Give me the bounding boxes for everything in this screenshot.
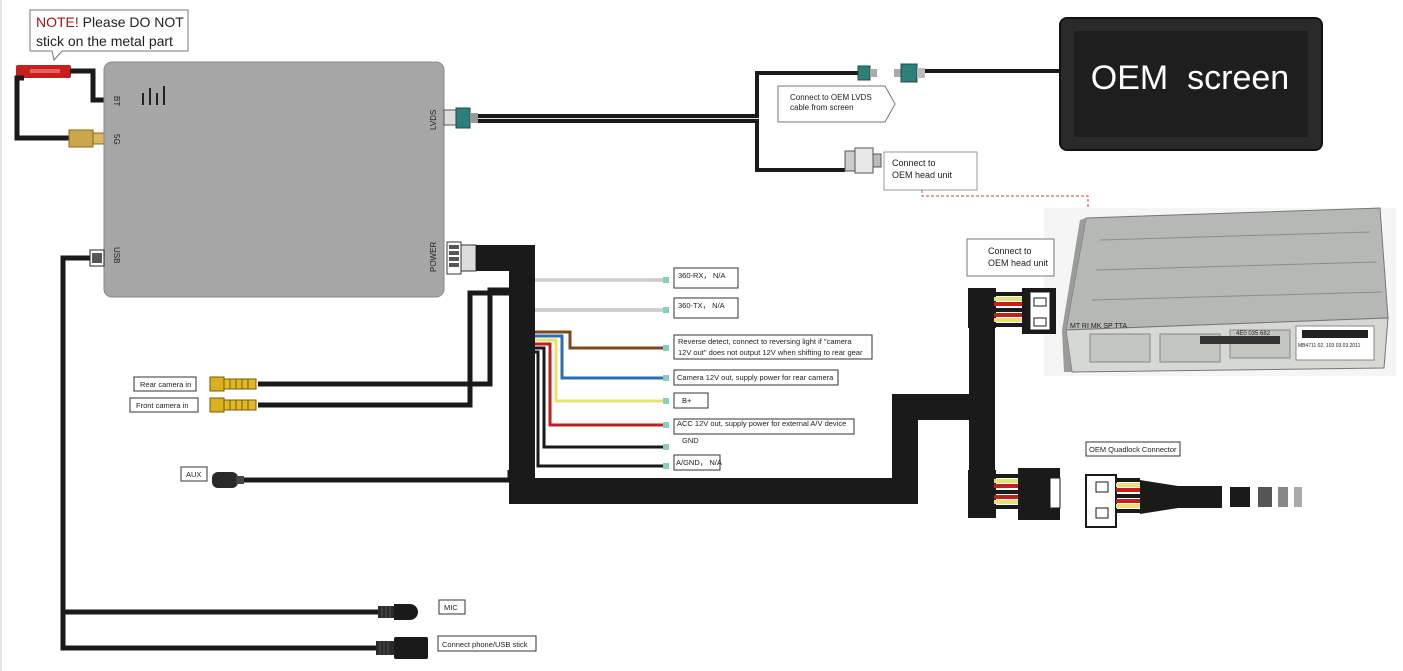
5g-antenna bbox=[14, 75, 106, 148]
rear-camera-label-text: Rear camera in bbox=[140, 380, 191, 389]
front-camera-label-text: Front camera in bbox=[136, 401, 189, 410]
head-unit-serial: MB4711 02. 103 03.03.2011 bbox=[1298, 343, 1361, 349]
port-label-usb: USB bbox=[112, 247, 121, 263]
port-label-power: POWER bbox=[429, 242, 438, 272]
wire-label-acc-text: ACC 12V out, supply power for external A… bbox=[677, 419, 846, 428]
rear-camera-rca bbox=[209, 376, 257, 392]
wire-label-camera12v: Camera 12V out, supply power for rear ca… bbox=[673, 369, 839, 386]
wire-label-reverse: Reverse detect, connect to reversing lig… bbox=[673, 334, 873, 360]
head-unit-callout-mid-line1: Connect to bbox=[988, 246, 1032, 256]
wire-label-agnd-text: A/GND， N/A bbox=[676, 458, 722, 467]
gray-wire-tx bbox=[535, 307, 669, 313]
oem-screen: OEM screen bbox=[1059, 17, 1323, 151]
head-unit-callout-top-line1: Connect to bbox=[892, 158, 936, 168]
note-line2: stick on the metal part bbox=[36, 33, 173, 49]
mic-plug bbox=[378, 604, 418, 620]
head-unit-callout-top: Connect to OEM head unit bbox=[883, 151, 1089, 213]
power-harness bbox=[236, 241, 995, 505]
oem-head-unit-image: MT RI MK SP TTA 4E0 035 682 MB4711 02. 1… bbox=[1044, 207, 1396, 376]
lvds-cable bbox=[443, 63, 1060, 174]
svg-text:NOTE! Please DO NOT: NOTE! Please DO NOT bbox=[36, 14, 184, 30]
module-logo-icon bbox=[142, 86, 165, 105]
head-unit-row-label: MT RI MK SP TTA bbox=[1070, 323, 1127, 330]
head-unit-callout-mid: Connect to OEM head unit bbox=[966, 238, 1055, 277]
head-unit-callout-top-line2: OEM head unit bbox=[892, 170, 953, 180]
gray-wire-rx bbox=[535, 277, 669, 283]
lvds-callout-line2: cable from screen bbox=[790, 103, 854, 112]
black-wire-agnd bbox=[535, 350, 669, 469]
usb-label: Connect phone/USB stick bbox=[437, 635, 537, 652]
mic-label: MIC bbox=[438, 599, 466, 615]
usb-mic-cables bbox=[60, 255, 380, 651]
brown-wire-reverse bbox=[535, 330, 669, 351]
usb-port bbox=[89, 249, 105, 267]
quadlock-label-text: OEM Quadlock Connector bbox=[1089, 445, 1177, 454]
blue-wire-camera12v bbox=[535, 334, 669, 381]
wire-label-tx-text: 360-TX， N/A bbox=[678, 301, 725, 310]
wire-label-rx: 360-RX， N/A bbox=[673, 267, 739, 289]
yellow-wire-bplus bbox=[535, 338, 669, 404]
head-unit-harness-connector bbox=[968, 288, 1056, 334]
usb-label-text: Connect phone/USB stick bbox=[442, 640, 528, 649]
wire-label-camera12v-text: Camera 12V out, supply power for rear ca… bbox=[677, 373, 834, 382]
head-unit-callout-mid-line2: OEM head unit bbox=[988, 258, 1049, 268]
mic-label-text: MIC bbox=[444, 603, 458, 612]
wire-label-reverse-line2: 12V out" does not output 12V when shifti… bbox=[678, 348, 863, 357]
note-line1: Please DO NOT bbox=[79, 14, 184, 30]
lvds-callout: Connect to OEM LVDS cable from screen bbox=[777, 85, 896, 123]
wire-label-bplus-text: B+ bbox=[682, 396, 692, 405]
aux-jack bbox=[212, 472, 244, 488]
black-wire-gnd bbox=[535, 346, 669, 450]
wire-label-gnd: GND bbox=[682, 436, 699, 445]
wire-label-rx-text: 360-RX， N/A bbox=[678, 271, 726, 280]
oem-screen-label: OEM screen bbox=[1091, 59, 1289, 97]
quadlock-label: OEM Quadlock Connector bbox=[1085, 441, 1181, 457]
wire-label-acc: ACC 12V out, supply power for external A… bbox=[673, 418, 855, 435]
aux-label: AUX bbox=[180, 466, 208, 482]
front-camera-label: Front camera in bbox=[129, 397, 199, 413]
front-camera-rca bbox=[209, 397, 257, 413]
aux-label-text: AUX bbox=[186, 470, 201, 479]
port-label-lvds: LVDS bbox=[429, 110, 438, 130]
red-wire-acc bbox=[535, 342, 669, 428]
rear-camera-label: Rear camera in bbox=[133, 376, 197, 392]
wire-label-gnd-text: GND bbox=[682, 436, 699, 445]
wire-label-agnd: A/GND， N/A bbox=[673, 454, 722, 471]
interface-module: BT 5G USB LVDS POWER bbox=[103, 61, 445, 298]
note-prefix: NOTE! bbox=[36, 14, 79, 30]
wire-label-reverse-line1: Reverse detect, connect to reversing lig… bbox=[678, 337, 852, 346]
port-label-bt: BT bbox=[112, 96, 121, 106]
head-unit-part-number: 4E0 035 682 bbox=[1236, 331, 1271, 337]
bt-antenna bbox=[16, 65, 105, 103]
note-callout: NOTE! Please DO NOT stick on the metal p… bbox=[29, 9, 189, 62]
port-label-5g: 5G bbox=[112, 134, 121, 145]
lvds-callout-line1: Connect to OEM LVDS bbox=[790, 93, 872, 102]
wire-label-tx: 360-TX， N/A bbox=[673, 297, 739, 319]
wire-label-bplus: B+ bbox=[673, 392, 709, 409]
quadlock-harness-connector bbox=[968, 468, 1302, 528]
usb-plug bbox=[376, 637, 428, 659]
